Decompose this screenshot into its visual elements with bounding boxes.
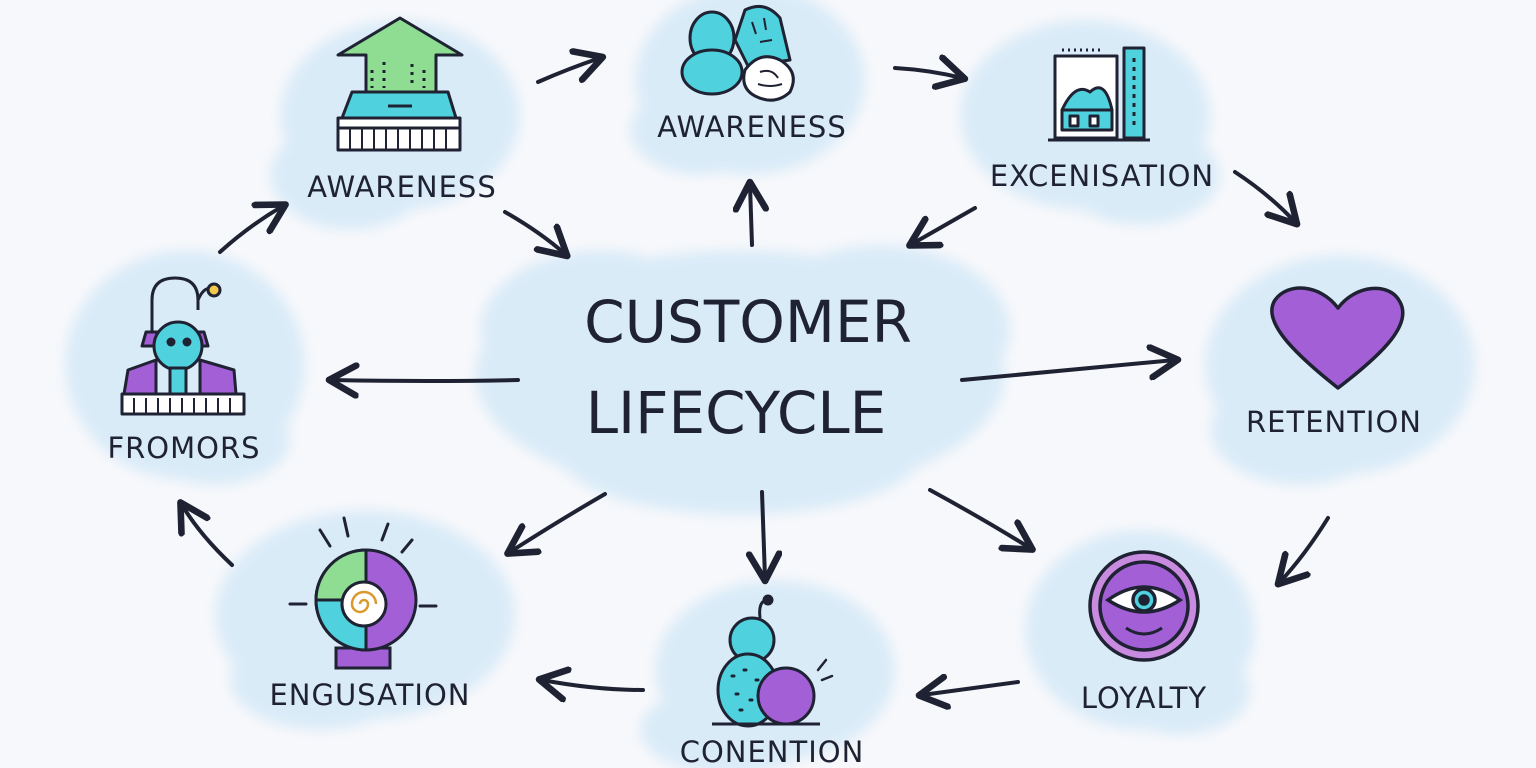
node-loyalty: LOYALTY: [1081, 550, 1207, 715]
node-retention: RETENTION: [1246, 286, 1422, 439]
arrow-awareness-left-to-awareness-top: [536, 58, 600, 84]
arrow-excenisation-to-retention: [1233, 170, 1295, 222]
arrow-retention-to-loyalty: [1280, 516, 1330, 582]
node-label-retention: RETENTION: [1246, 405, 1422, 439]
arrow-awareness-left-to-center: [503, 210, 565, 254]
arrow-excenisation-to-center: [912, 206, 977, 244]
node-label-awareness-left: AWARENESS: [307, 170, 497, 204]
robot-machine-icon: [120, 276, 246, 416]
node-label-awareness-top: AWARENESS: [657, 110, 847, 144]
arrow-center-to-loyalty: [928, 488, 1030, 548]
arrow-center-to-fromors: [332, 380, 520, 381]
center-title-line2: LIFECYCLE: [586, 379, 887, 447]
node-engusation: ENGUSATION: [269, 516, 470, 712]
center-cloud: [475, 245, 1010, 515]
arrow-center-to-retention: [960, 360, 1175, 382]
arrows: [182, 58, 1330, 695]
arrow-conention-to-engusation: [542, 680, 645, 690]
heart-icon: [1270, 286, 1405, 390]
arrow-fromors-to-awareness-left: [218, 206, 283, 254]
node-label-conention: CONENTION: [680, 735, 865, 768]
spiral-lamp-icon: [288, 516, 438, 670]
house-arrow-icon: [336, 16, 464, 152]
arrow-loyalty-to-conention: [922, 682, 1020, 695]
arrow-awareness-top-to-excenisation: [893, 68, 962, 78]
eye-badge-icon: [1088, 550, 1200, 662]
figure-hand-icon: [680, 4, 795, 102]
arrow-center-to-awareness-top: [750, 185, 752, 247]
node-awareness-left: AWARENESS: [307, 16, 497, 204]
arrow-center-to-engusation: [510, 492, 607, 552]
arrow-center-to-conention: [762, 490, 765, 578]
arrow-engusation-to-fromors: [182, 505, 234, 567]
center-title-line1: CUSTOMER: [584, 288, 912, 356]
node-conention: CONENTION: [680, 594, 865, 768]
building-chart-icon: [1048, 46, 1150, 142]
node-awareness-top: AWARENESS: [657, 4, 847, 144]
stacked-figures-icon: [712, 594, 834, 728]
node-fromors: FROMORS: [107, 276, 260, 465]
node-label-excenisation: EXCENISATION: [990, 159, 1214, 193]
node-excenisation: EXCENISATION: [990, 46, 1214, 193]
node-label-engusation: ENGUSATION: [269, 678, 470, 712]
node-label-loyalty: LOYALTY: [1081, 681, 1207, 715]
node-label-fromors: FROMORS: [107, 431, 260, 465]
